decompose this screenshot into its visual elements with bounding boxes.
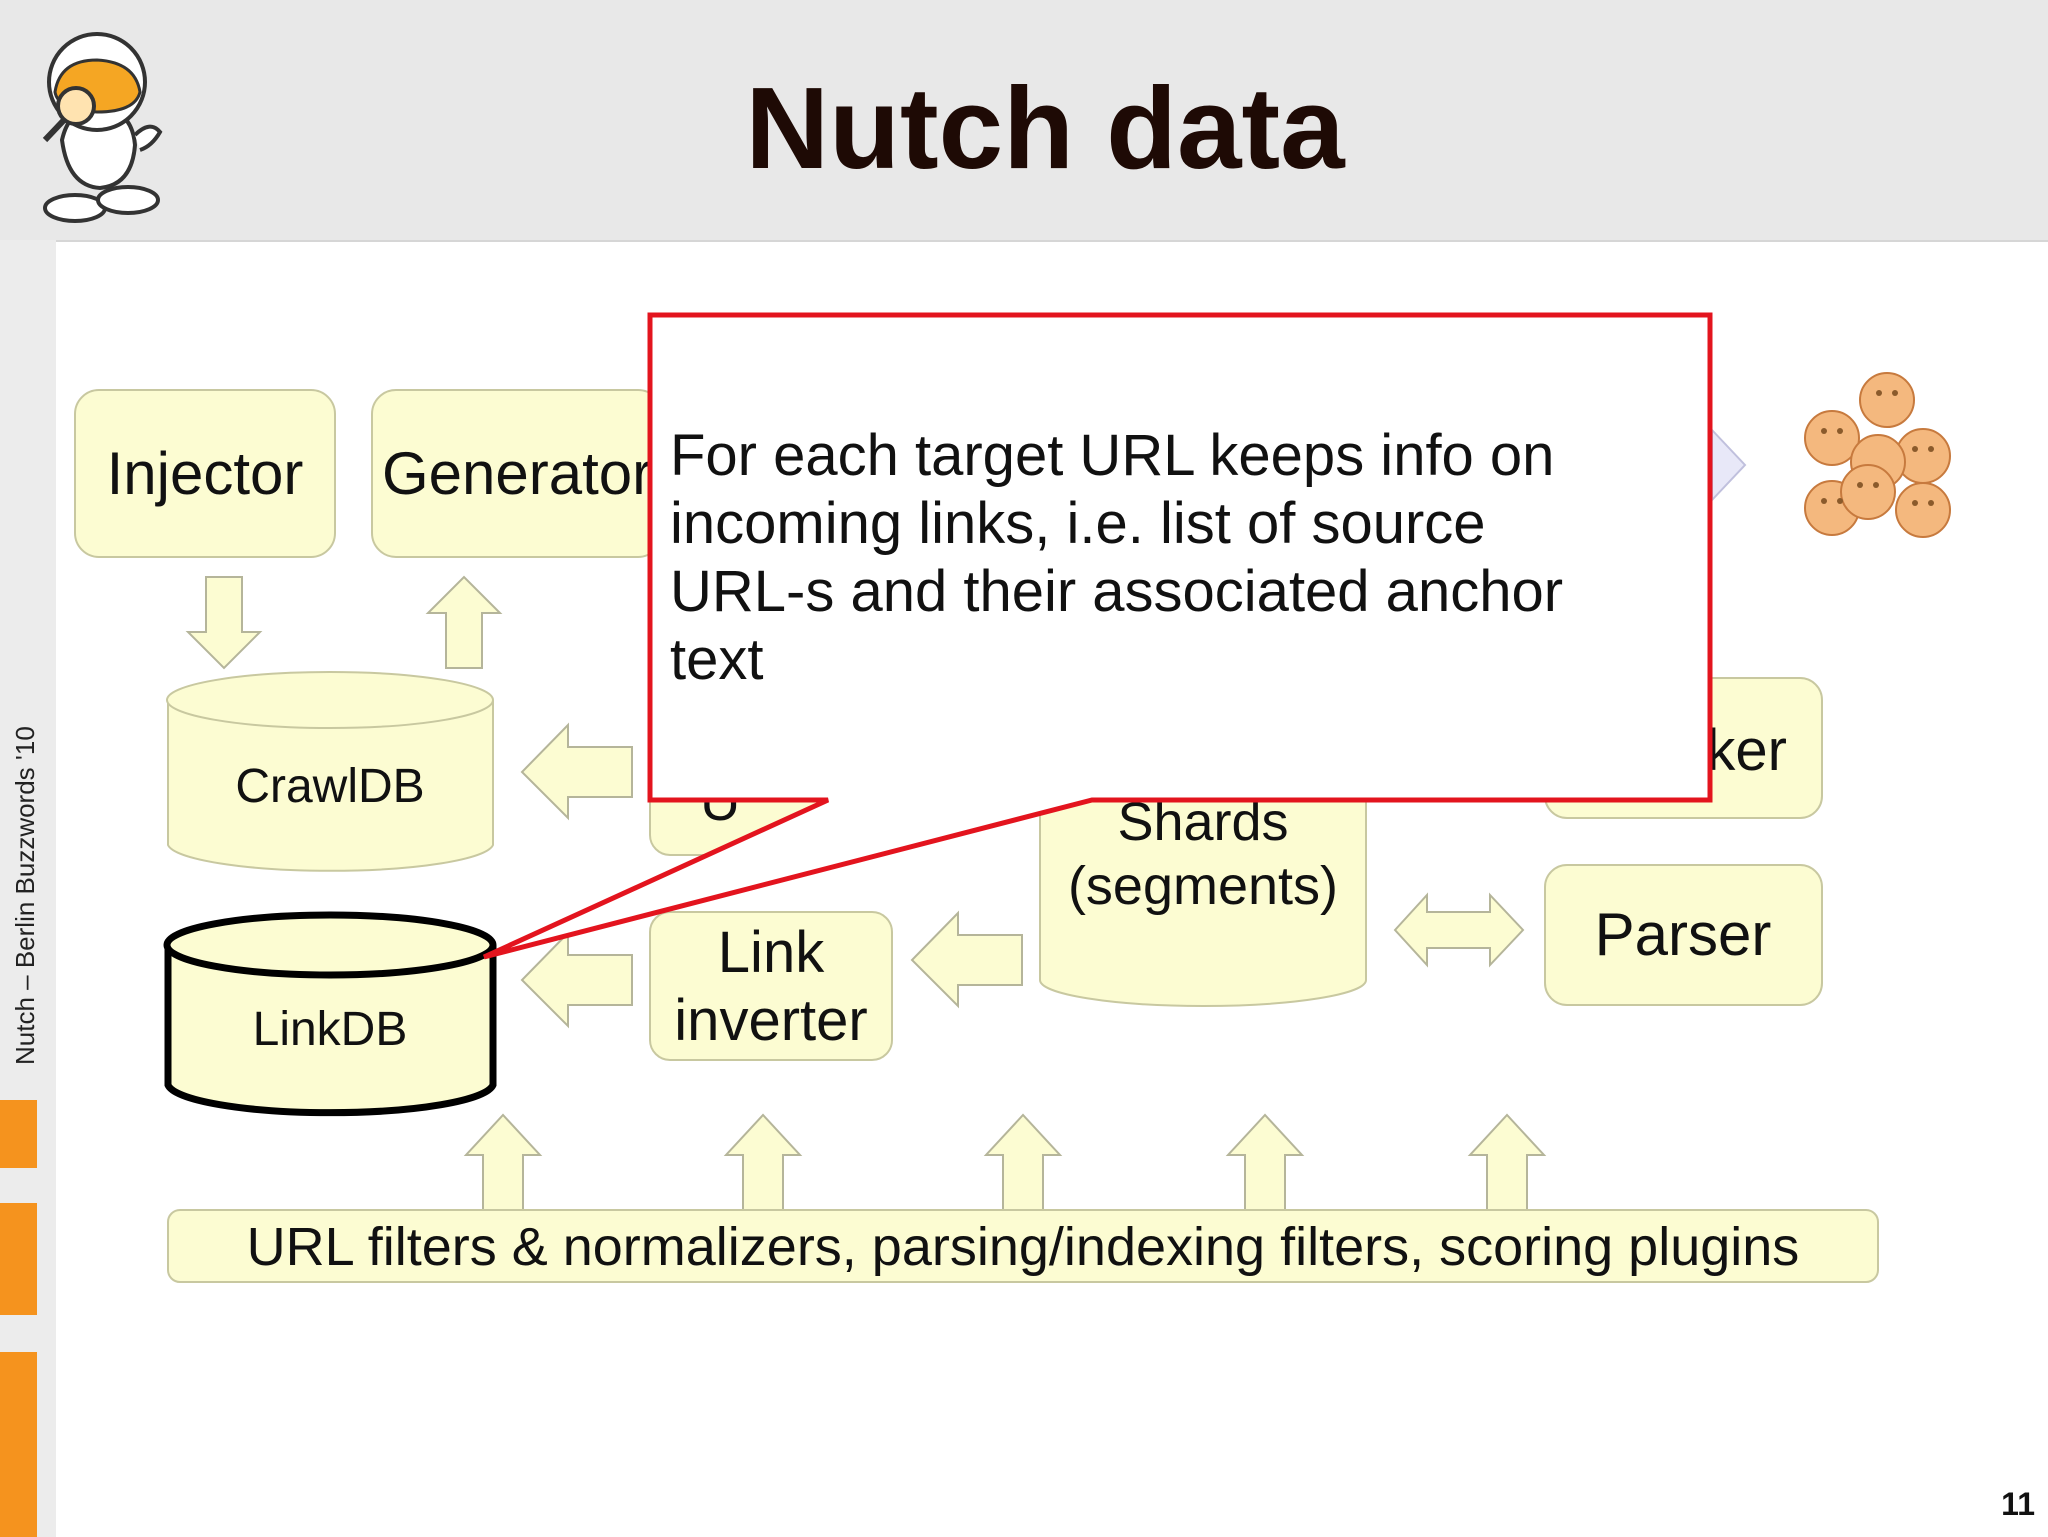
plugins-bar-label: URL filters & normalizers, parsing/index… bbox=[247, 1217, 1800, 1277]
plugins-bar: URL filters & normalizers, parsing/index… bbox=[167, 1209, 1879, 1283]
injector-box: Injector bbox=[74, 389, 336, 558]
arrow-updater-to-crawldb bbox=[520, 722, 633, 821]
generator-label: Generator bbox=[382, 440, 652, 507]
linkdb-label: LinkDB bbox=[253, 1003, 408, 1056]
plugin-arrow-5 bbox=[1467, 1113, 1547, 1211]
smiley-crowd-icon bbox=[1711, 372, 1951, 538]
callout-line-1: For each target URL keeps info on bbox=[670, 423, 1554, 488]
callout-line-3: URL-s and their associated anchor bbox=[670, 559, 1563, 624]
indexer-label: ker bbox=[1706, 718, 1787, 783]
shards-label-line2: (segments) bbox=[1068, 856, 1338, 916]
linkdb-cylinder: LinkDB bbox=[163, 911, 497, 1117]
sidebar-accent-2 bbox=[0, 1203, 37, 1315]
linkdb-callout: For each target URL keeps info on incomi… bbox=[482, 312, 1713, 960]
header-band bbox=[0, 0, 2048, 240]
plugin-arrow-4 bbox=[1225, 1113, 1305, 1211]
page-number: 11 bbox=[2001, 1486, 2035, 1522]
generator-box: Generator bbox=[371, 389, 663, 558]
plugin-arrows bbox=[463, 1113, 1547, 1211]
sidebar-accent-1 bbox=[0, 1100, 37, 1168]
callout-shape bbox=[482, 312, 1713, 960]
arrow-shards-parser bbox=[1393, 892, 1525, 968]
injector-label: Injector bbox=[107, 440, 304, 507]
sidebar-caption: Nutch – Berlin Buzzwords '10 bbox=[10, 726, 40, 1065]
link-inverter-box: Link inverter bbox=[649, 911, 893, 1061]
left-margin-band bbox=[0, 240, 56, 1537]
parser-label: Parser bbox=[1595, 901, 1772, 968]
link-inverter-label-line1: Link bbox=[718, 920, 825, 985]
arrow-shards-to-linkinverter bbox=[910, 910, 1023, 1009]
nutch-robot-mascot-icon bbox=[42, 32, 163, 223]
callout-line-4: text bbox=[670, 627, 764, 692]
arrow-linkinverter-to-linkdb bbox=[520, 930, 633, 1029]
sidebar-accent-3 bbox=[0, 1352, 37, 1537]
parser-box: Parser bbox=[1544, 864, 1823, 1006]
arrow-injector-to-crawldb bbox=[185, 576, 263, 670]
plugin-arrow-3 bbox=[983, 1113, 1063, 1211]
link-inverter-label-line2: inverter bbox=[674, 988, 867, 1053]
crawldb-cylinder: CrawlDB bbox=[166, 671, 494, 872]
plugin-arrow-2 bbox=[723, 1113, 803, 1211]
slide-title: Nutch data bbox=[745, 63, 1346, 193]
arrow-crawldb-to-generator bbox=[425, 575, 503, 669]
shards-cylinder: Shards (segments) bbox=[1039, 759, 1367, 1007]
plugin-arrow-1 bbox=[463, 1113, 543, 1211]
callout-line-2: incoming links, i.e. list of source bbox=[670, 491, 1486, 556]
crawldb-label: CrawlDB bbox=[235, 760, 424, 813]
